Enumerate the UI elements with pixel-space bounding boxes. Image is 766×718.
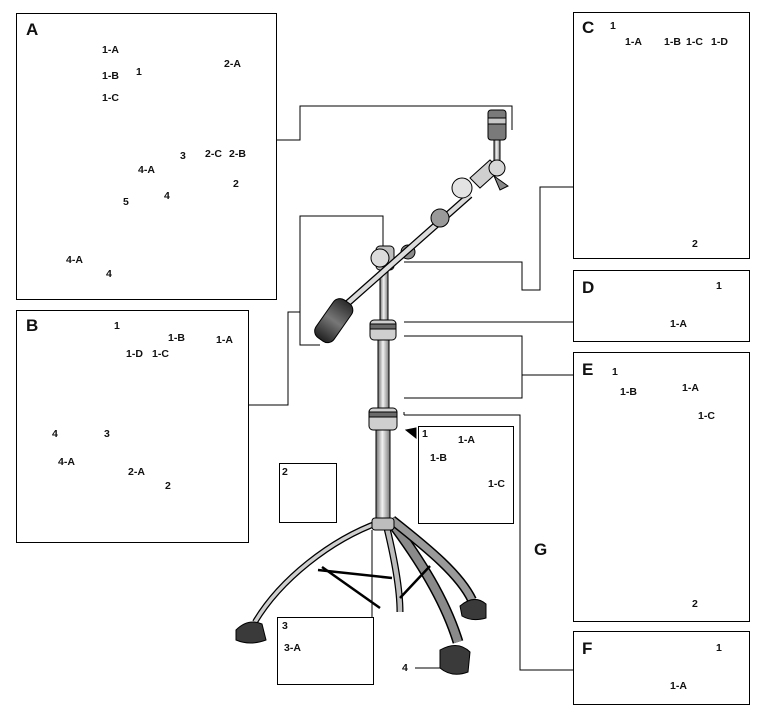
panel-d-title: D: [582, 278, 595, 297]
a-part-1-c: 1-C: [102, 92, 119, 104]
g-part-1-b: 1-B: [430, 452, 447, 464]
panel-g-detail-2: [279, 463, 337, 523]
a-part-3: 3: [180, 150, 186, 162]
c-part-1-b: 1-B: [664, 36, 681, 48]
b-part-1-d: 1-D: [126, 348, 143, 360]
panel-c-title: C: [582, 18, 595, 37]
panel-g-title: G: [534, 540, 548, 559]
panel-f-title: F: [582, 639, 593, 658]
leader-lines: [248, 105, 574, 671]
b-part-4: 4: [52, 428, 58, 440]
panel-g-detail-1: [418, 426, 514, 524]
panel-a: [16, 13, 277, 300]
panel-c: [573, 12, 750, 259]
panel-g-detail-3: [277, 617, 374, 685]
g-part-4: 4: [402, 662, 408, 674]
b-part-1-b: 1-B: [168, 332, 185, 344]
c-part-1-d: 1-D: [711, 36, 728, 48]
b-part-1-a: 1-A: [216, 334, 233, 346]
g-part-1-a: 1-A: [458, 434, 475, 446]
e-part-1-c: 1-C: [698, 410, 715, 422]
d-part-1-a: 1-A: [670, 318, 687, 330]
a-part-2: 2: [233, 178, 239, 190]
panel-b: [16, 310, 249, 543]
g-part-1: 1: [422, 428, 428, 440]
b-part-3: 3: [104, 428, 110, 440]
b-part-1: 1: [114, 320, 120, 332]
a-part-4-a-top: 4-A: [138, 164, 155, 176]
a-part-2-b: 2-B: [229, 148, 246, 160]
e-part-1: 1: [612, 366, 618, 378]
a-part-2-a: 2-A: [224, 58, 241, 70]
c-part-1-a: 1-A: [625, 36, 642, 48]
main-stand: [235, 109, 509, 675]
a-part-1: 1: [136, 66, 142, 78]
e-part-1-a: 1-A: [682, 382, 699, 394]
f-part-1-a: 1-A: [670, 680, 687, 692]
a-part-2-c: 2-C: [205, 148, 222, 160]
a-part-4-bottom: 4: [106, 268, 112, 280]
b-part-2: 2: [165, 480, 171, 492]
g-part-3-a: 3-A: [284, 642, 301, 654]
d-part-1: 1: [716, 280, 722, 292]
a-part-1-a: 1-A: [102, 44, 119, 56]
a-part-4-a-bottom: 4-A: [66, 254, 83, 266]
g-part-3: 3: [282, 620, 288, 632]
f-part-1: 1: [716, 642, 722, 654]
c-part-1: 1: [610, 20, 616, 32]
e-part-2: 2: [692, 598, 698, 610]
b-part-2-a: 2-A: [128, 466, 145, 478]
panel-d: [573, 270, 750, 342]
a-part-4-top: 4: [164, 190, 170, 202]
b-part-1-c: 1-C: [152, 348, 169, 360]
e-part-1-b: 1-B: [620, 386, 637, 398]
panel-e: [573, 352, 750, 622]
panel-e-title: E: [582, 360, 594, 379]
g-part-1-c: 1-C: [488, 478, 505, 490]
a-part-5: 5: [123, 196, 129, 208]
panel-a-title: A: [26, 20, 39, 39]
panel-b-title: B: [26, 316, 39, 335]
panel-f: [573, 631, 750, 705]
c-part-2: 2: [692, 238, 698, 250]
c-part-1-c: 1-C: [686, 36, 703, 48]
a-part-1-b: 1-B: [102, 70, 119, 82]
b-part-4-a: 4-A: [58, 456, 75, 468]
g-part-2: 2: [282, 466, 288, 478]
